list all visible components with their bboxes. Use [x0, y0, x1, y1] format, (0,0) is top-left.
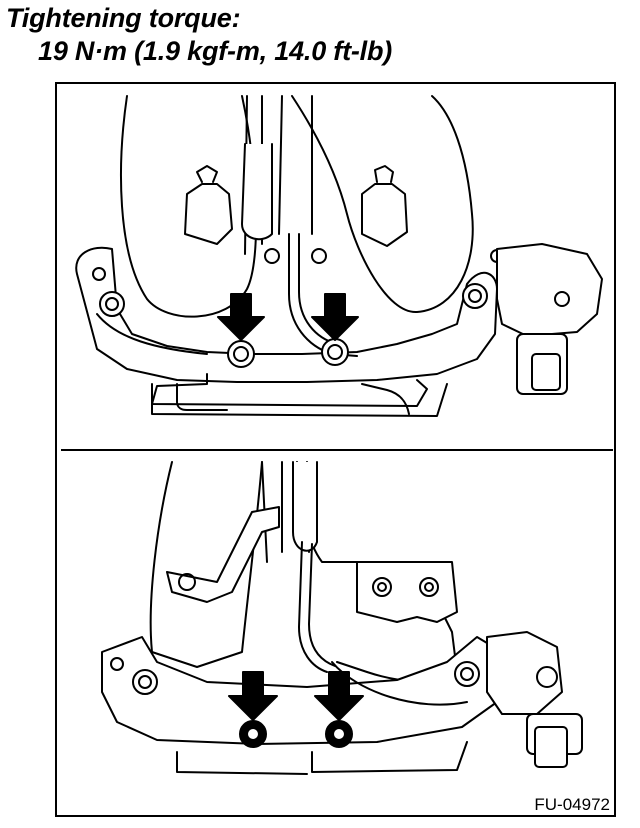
panel-divider	[61, 449, 613, 451]
manifold-flange	[75, 246, 498, 383]
rail-bracket	[151, 383, 448, 417]
fuel-hose	[241, 143, 273, 241]
bolt-1	[227, 340, 255, 368]
illustration-frame	[55, 82, 616, 817]
top-panel-illustration	[75, 95, 603, 417]
bolt-2	[321, 338, 349, 366]
boss-right	[454, 661, 480, 687]
arrow-bolt-3	[228, 671, 278, 721]
torque-heading: Tightening torque: 19 N·m (1.9 kgf-m, 14…	[6, 2, 392, 68]
figure-code: FU-04972	[534, 795, 610, 814]
boss-left	[132, 669, 158, 695]
fuel-pipe	[361, 383, 410, 415]
arrow-bolt-1	[217, 293, 265, 341]
bolt-4	[325, 720, 353, 748]
arrow-bolt-2	[311, 293, 359, 341]
injector-connector-right	[361, 183, 408, 247]
bottom-panel-illustration	[101, 461, 583, 775]
bolt-3	[239, 720, 267, 748]
boss-left	[99, 291, 125, 317]
injector-connector-left	[184, 183, 233, 245]
throttle-body	[496, 243, 603, 337]
connector-block-right	[356, 561, 458, 623]
torque-value: 19 N·m (1.9 kgf-m, 14.0 ft-lb)	[38, 36, 393, 66]
arrow-bolt-4	[314, 671, 364, 721]
boss-right	[462, 283, 488, 309]
torque-heading-label: Tightening torque:	[6, 3, 241, 33]
fuel-hose	[292, 461, 318, 552]
throttle-body	[486, 631, 563, 715]
